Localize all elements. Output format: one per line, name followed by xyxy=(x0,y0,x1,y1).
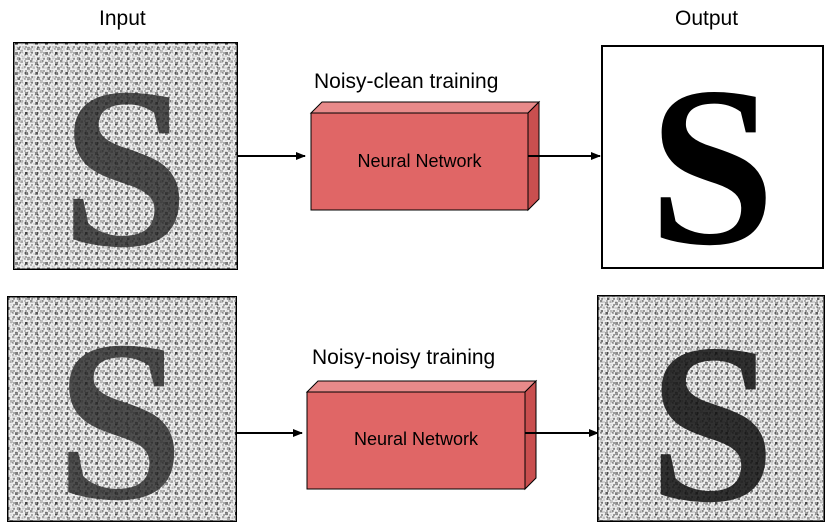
row-1-output-image: S xyxy=(601,41,824,293)
row-2-box-side xyxy=(524,379,537,491)
row-2-box-front xyxy=(306,391,526,490)
row-1-box-front xyxy=(310,112,529,211)
row-1-input-image: S xyxy=(13,40,238,295)
row-2-output-glyph: S xyxy=(649,298,776,529)
row-2-training-label: Noisy-noisy training xyxy=(312,346,496,369)
row-1-output-glyph: S xyxy=(649,41,776,293)
row-1-input-glyph: S xyxy=(61,40,189,295)
row-2-box-label: Neural Network xyxy=(353,429,479,449)
row-1-neural-network-box xyxy=(309,100,541,212)
row-1-training-label: Noisy-clean training xyxy=(314,70,499,93)
row-2-input-image: S xyxy=(7,293,237,529)
output-column-label: Output xyxy=(675,7,739,30)
input-column-label: Input xyxy=(99,7,146,30)
row-1-box-top xyxy=(309,101,541,114)
row-1-box-label: Neural Network xyxy=(357,151,482,171)
row-2-box-top xyxy=(305,380,538,393)
row-2-input-glyph: S xyxy=(56,293,184,529)
row-2-output-image: S xyxy=(597,295,825,529)
row-2-neural-network-box xyxy=(305,379,538,491)
